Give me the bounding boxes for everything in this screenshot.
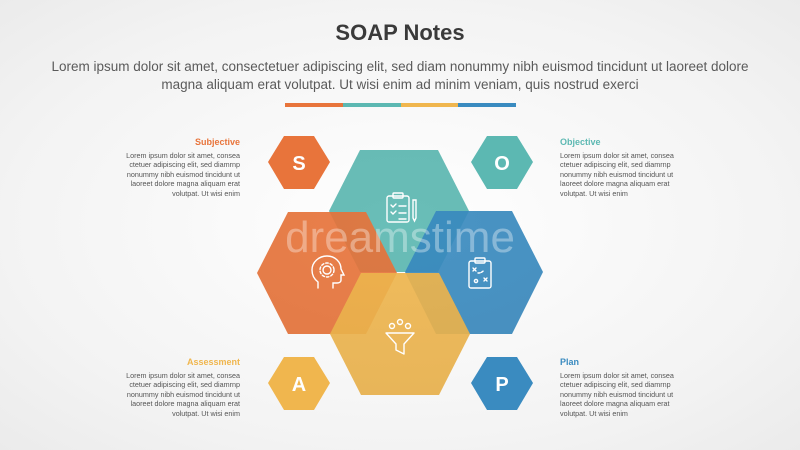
assessment-hexagon: [330, 273, 470, 395]
funnel-filter-icon: [385, 318, 415, 355]
subjective-letter: S: [292, 153, 305, 175]
head-gear-icon: [311, 255, 346, 289]
color-divider: [285, 103, 516, 107]
subjective-badge: S: [268, 136, 330, 189]
objective-body: Lorem ipsum dolor sit amet, consea ctetu…: [560, 151, 674, 198]
assessment-letter: A: [292, 374, 306, 396]
divider-segment-orange: [285, 103, 343, 107]
clipboard-checklist-icon: [386, 192, 417, 223]
objective-heading: Objective: [560, 137, 601, 147]
divider-segment-yellow: [400, 103, 459, 107]
assessment-heading: Assessment: [186, 357, 240, 367]
plan-body: Lorem ipsum dolor sit amet, consea ctetu…: [560, 371, 674, 418]
page-subtitle: Lorem ipsum dolor sit amet, consectetuer…: [51, 59, 749, 92]
divider-segment-blue: [458, 103, 516, 107]
subjective-heading: Subjective: [194, 137, 240, 147]
objective-letter: O: [494, 153, 510, 175]
page-title: SOAP Notes: [335, 20, 465, 45]
subjective-body: Lorem ipsum dolor sit amet, consea ctetu…: [126, 151, 240, 198]
assessment-badge: A: [268, 357, 330, 410]
plan-letter: P: [495, 374, 508, 396]
plan-badge: P: [471, 357, 533, 410]
divider-segment-teal: [342, 103, 401, 107]
assessment-body: Lorem ipsum dolor sit amet, consea ctetu…: [126, 371, 240, 418]
objective-badge: O: [471, 136, 533, 189]
strategy-board-icon: [468, 257, 492, 289]
watermark-text: dreamstime: [285, 213, 515, 262]
plan-heading: Plan: [560, 357, 580, 367]
